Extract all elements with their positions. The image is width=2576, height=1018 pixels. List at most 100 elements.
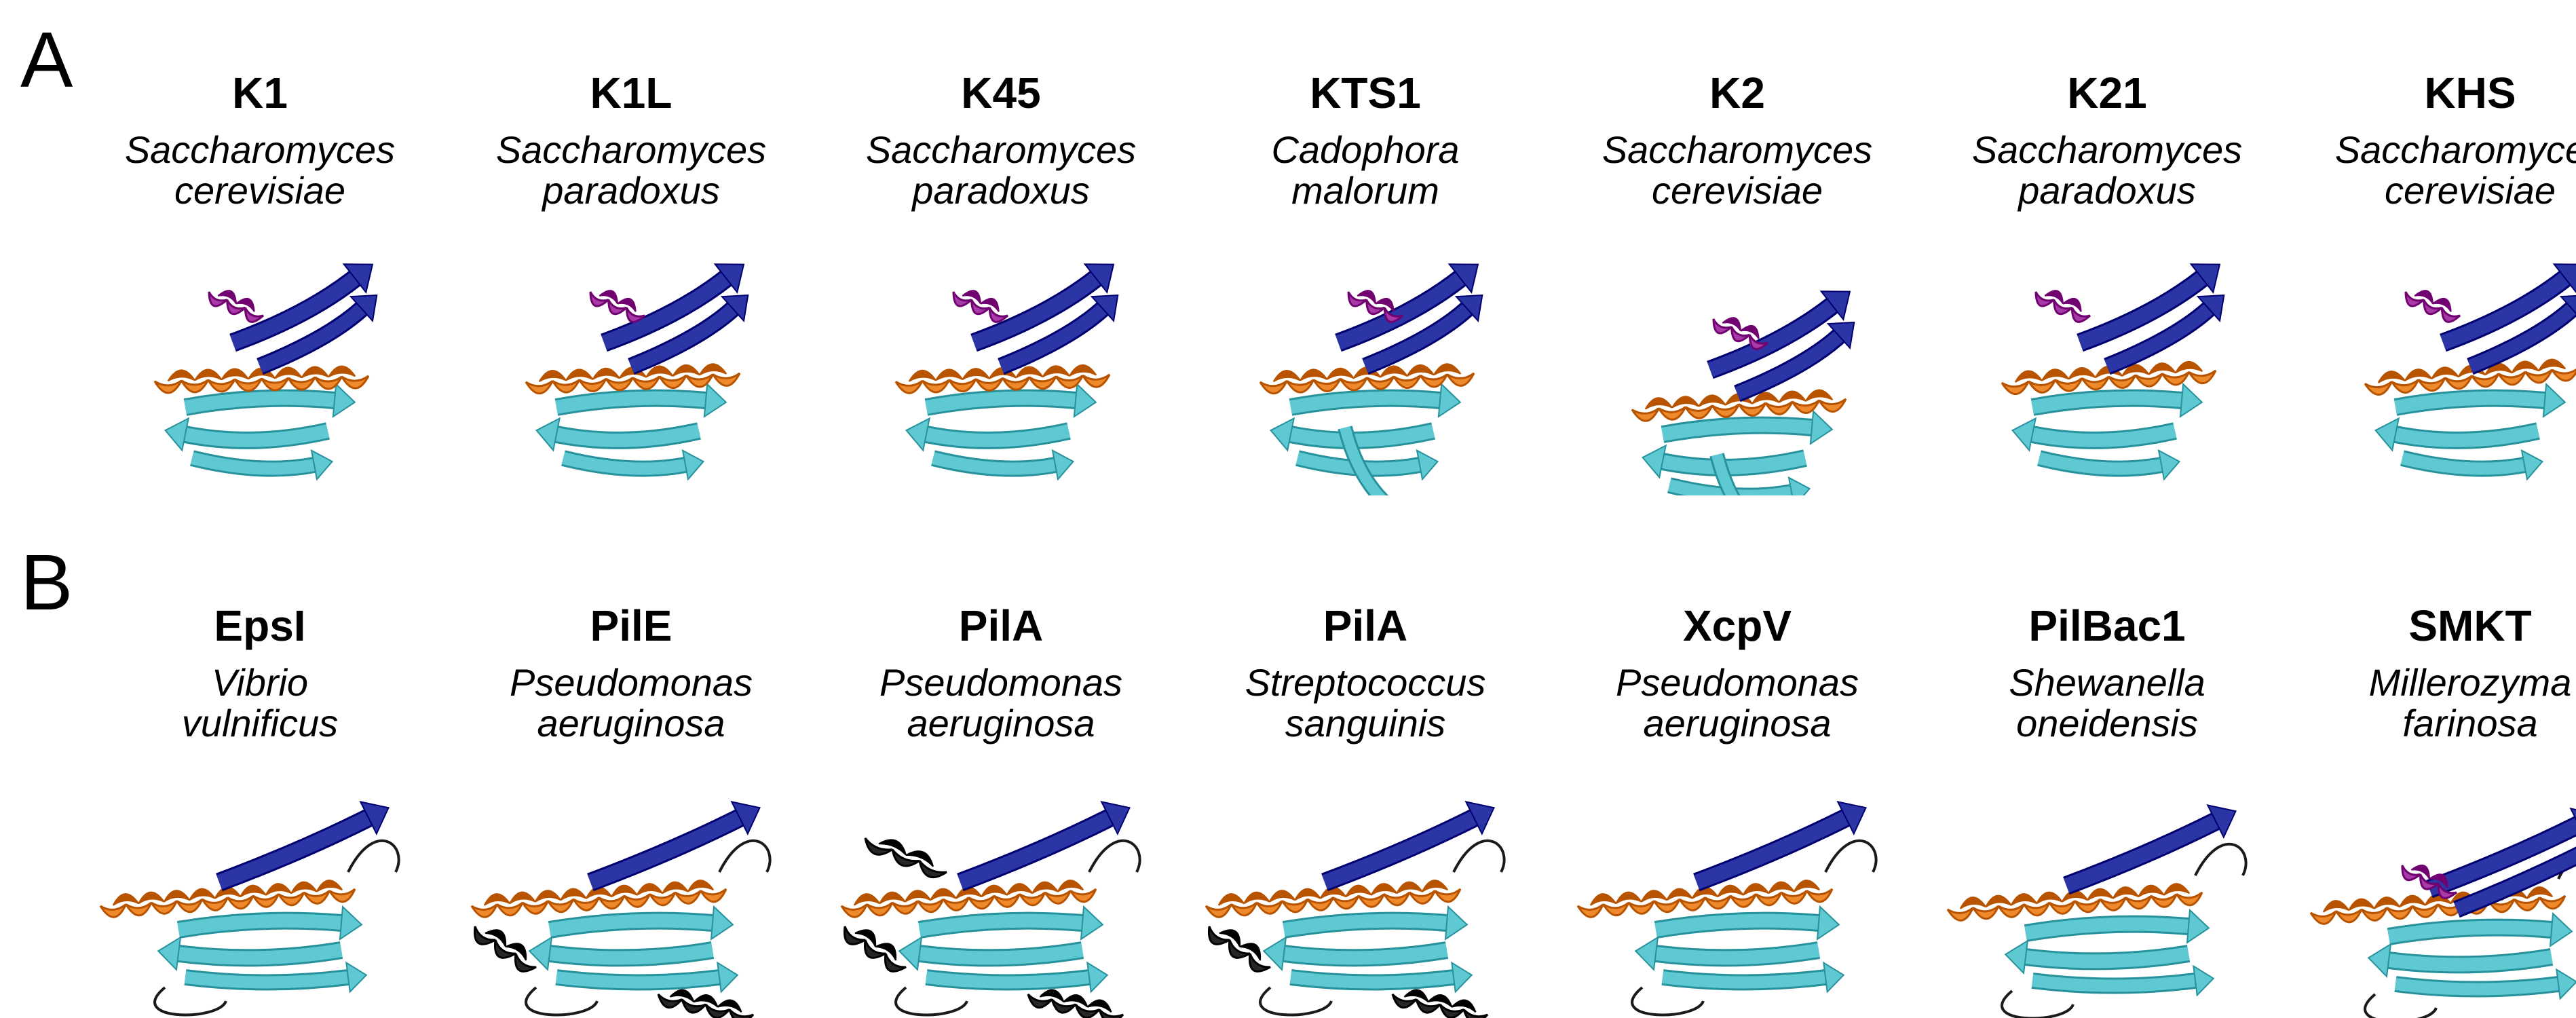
protein-name: KTS1 <box>1310 69 1421 117</box>
light-strand <box>924 382 1097 418</box>
genus-label: Pseudomonas <box>1615 661 1859 704</box>
species-epithet-label: vulnificus <box>181 702 339 745</box>
dark-strand <box>2077 263 2221 352</box>
protein-name: K45 <box>961 69 1041 117</box>
light-strand <box>931 449 1075 481</box>
genus-label: Cadophora <box>1271 128 1460 171</box>
light-strand <box>2387 911 2573 947</box>
protein-label: KHSSaccharomycescerevisiae <box>2294 71 2576 212</box>
genus-label: Shewanella <box>2009 661 2205 704</box>
light-strand <box>1667 476 1811 495</box>
dark-strand <box>1693 800 1867 892</box>
dark-strand <box>1707 290 1851 379</box>
light-strand <box>917 905 1104 941</box>
light-strand <box>1661 961 1845 994</box>
light-strand <box>1289 961 1473 994</box>
dark-strand <box>601 263 745 352</box>
protein-name: KHS <box>2424 69 2516 117</box>
light-strand <box>164 417 330 452</box>
protein-name: EpsI <box>214 601 306 650</box>
short-helix <box>1347 290 1404 323</box>
protein-structure-image <box>1205 800 1506 1018</box>
long-helix <box>2001 360 2217 396</box>
short-helix <box>208 290 265 323</box>
light-strand <box>2011 417 2177 452</box>
light-strand <box>1282 905 1469 941</box>
protein-name: PilE <box>590 601 673 650</box>
panel-b-letter: B <box>20 538 73 626</box>
protein-structure-image <box>99 800 400 1017</box>
protein-structure-image <box>1576 800 1878 1017</box>
long-helix <box>470 880 727 918</box>
loop <box>718 839 772 873</box>
species-epithet-label: paradoxus <box>912 169 1090 212</box>
species-epithet-label: farinosa <box>2402 702 2538 745</box>
species-epithet-label: paradoxus <box>542 169 720 212</box>
species-epithet-label: malorum <box>1291 169 1439 212</box>
loop <box>2194 842 2248 876</box>
long-helix <box>99 880 356 918</box>
loop <box>2001 989 2075 1018</box>
dark-strand <box>1734 321 1855 402</box>
loop <box>1259 986 1333 1017</box>
dark-strand <box>628 294 749 375</box>
dark-strand <box>216 800 390 892</box>
dark-strand <box>957 800 1131 892</box>
loop <box>1088 839 1141 873</box>
light-strand <box>554 382 727 418</box>
dark-strand <box>1362 294 1483 375</box>
dark-strand <box>2426 807 2576 899</box>
light-strand <box>1642 444 1807 479</box>
dark-strand <box>257 294 378 375</box>
light-strand <box>1289 382 1462 418</box>
light-strand <box>1634 936 1821 972</box>
genus-label: Saccharomyces <box>1602 128 1873 171</box>
long-helix <box>1946 883 2203 922</box>
genus-label: Saccharomyces <box>2334 128 2576 171</box>
extra-helix <box>864 837 947 879</box>
dark-strand <box>2440 263 2576 352</box>
genus-label: Streptococcus <box>1245 661 1486 704</box>
long-helix <box>2364 358 2576 396</box>
species-epithet-label: aeruginosa <box>1643 702 1832 745</box>
protein-name: K21 <box>2067 69 2147 117</box>
long-helix <box>894 364 1111 394</box>
protein-structure-image <box>1631 290 1855 495</box>
loop <box>153 986 227 1017</box>
light-strand <box>1654 905 1840 941</box>
genus-label: Saccharomyces <box>865 128 1137 171</box>
protein-name: XcpV <box>1682 601 1792 650</box>
protein-name: K1L <box>590 69 673 117</box>
light-strand <box>555 961 739 994</box>
protein-name: SMKT <box>2408 601 2532 650</box>
protein-name: PilA <box>1323 601 1408 650</box>
genus-label: Saccharomyces <box>495 128 767 171</box>
light-strand <box>157 936 343 972</box>
light-strand <box>176 905 363 941</box>
genus-label: Saccharomyces <box>1971 128 2243 171</box>
species-epithet-label: cerevisiae <box>174 169 346 212</box>
genus-label: Pseudomonas <box>509 661 753 704</box>
genus-label: Millerozyma <box>2368 661 2572 704</box>
light-strand <box>2037 449 2181 481</box>
short-helix <box>589 290 646 323</box>
dark-strand <box>2063 804 2237 895</box>
species-epithet-label: aeruginosa <box>907 702 1095 745</box>
light-strand <box>2004 939 2191 975</box>
long-helix <box>1631 389 1847 422</box>
long-helix <box>1205 880 1462 918</box>
long-helix <box>153 365 370 394</box>
light-strand <box>528 936 715 972</box>
dark-strand <box>587 800 761 892</box>
protein-structure-image <box>840 800 1141 1018</box>
